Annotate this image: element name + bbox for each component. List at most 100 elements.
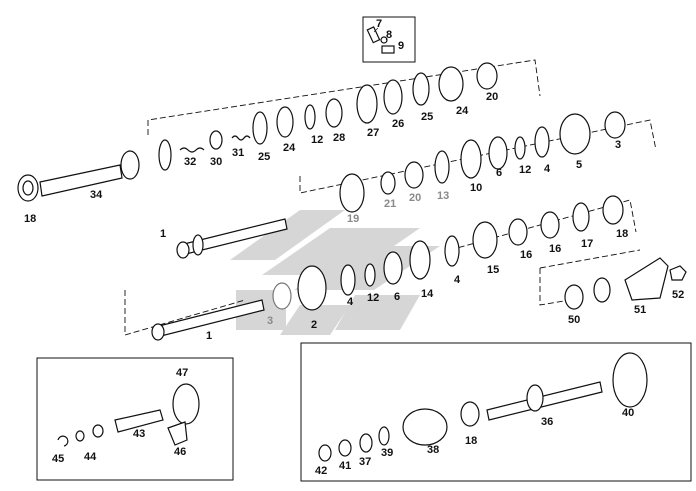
part-label-16: 16 <box>549 243 561 255</box>
nut-52 <box>669 265 687 281</box>
part-label-38: 38 <box>427 444 439 456</box>
part-label-13: 13 <box>437 190 449 202</box>
part-label-45: 45 <box>52 453 64 465</box>
washer-37 <box>359 433 373 453</box>
part-label-9: 9 <box>398 40 404 52</box>
gear-26 <box>383 79 403 115</box>
part-label-18: 18 <box>616 228 628 240</box>
part-label-18: 18 <box>465 435 477 447</box>
part-label-12: 12 <box>519 164 531 176</box>
gear-47 <box>172 383 200 425</box>
gear-2 <box>297 265 327 311</box>
inset-frame-countershaft <box>300 342 692 482</box>
part-label-30: 30 <box>210 156 222 168</box>
ring-4-lower <box>340 264 356 296</box>
ring-4 <box>534 126 550 158</box>
ring-25 <box>252 111 268 145</box>
part-label-52: 52 <box>672 289 684 301</box>
part-label-17: 17 <box>581 238 593 250</box>
part-label-4: 4 <box>347 296 354 308</box>
part-label-6: 6 <box>496 167 502 179</box>
bearing-16a <box>508 218 528 246</box>
part-label-40: 40 <box>622 407 634 419</box>
gear-19 <box>339 173 365 213</box>
part-label-32: 32 <box>184 156 196 168</box>
part-label-41: 41 <box>339 460 351 472</box>
part-label-44: 44 <box>84 451 97 463</box>
part-label-42: 42 <box>315 465 327 477</box>
part-label-12: 12 <box>311 134 323 146</box>
gear-38 <box>402 408 448 446</box>
part-label-12: 12 <box>367 292 379 304</box>
part-label-37: 37 <box>359 456 371 468</box>
part-label-25: 25 <box>421 111 433 123</box>
part-label-46: 46 <box>174 446 186 458</box>
gear-6-lower <box>383 251 403 285</box>
clip-45 <box>57 435 69 447</box>
gear-36 <box>526 384 544 412</box>
washer-44a <box>75 430 85 442</box>
nut-41 <box>338 439 352 457</box>
part-label-20: 20 <box>409 192 421 204</box>
lever-46 <box>167 421 188 446</box>
part-label-18: 18 <box>24 213 36 225</box>
leader-lines <box>373 27 388 41</box>
ring-28 <box>325 98 343 128</box>
bearing-3-lower <box>272 282 292 310</box>
part-label-2: 2 <box>311 319 317 331</box>
part-label-26: 26 <box>392 118 404 130</box>
part-label-15: 15 <box>487 264 499 276</box>
ring-17 <box>572 202 590 232</box>
bearing-18-lower <box>460 401 480 427</box>
inset-frame-7-9 <box>362 16 416 63</box>
part-label-3: 3 <box>615 139 621 151</box>
ring-24 <box>276 106 294 138</box>
part-label-28: 28 <box>333 132 345 144</box>
shaft-43 <box>114 409 164 433</box>
part-labels: 7892024252627281224253130323418354126101… <box>24 18 684 477</box>
washer-44b <box>92 424 104 438</box>
synchro-14 <box>409 240 431 280</box>
spring-31 <box>231 135 251 141</box>
clip-39 <box>378 426 390 446</box>
inset-frame-selector <box>36 357 234 481</box>
part-label-50: 50 <box>568 314 580 326</box>
part-label-14: 14 <box>421 288 434 300</box>
bushing-30 <box>209 130 223 150</box>
part-label-6: 6 <box>394 291 400 303</box>
part-label-8: 8 <box>386 29 392 41</box>
part-label-21: 21 <box>384 198 396 210</box>
ring-12 <box>304 104 316 130</box>
ring-13 <box>434 150 450 184</box>
part-label-34: 34 <box>90 189 103 201</box>
part-label-4: 4 <box>544 163 551 175</box>
part-label-25: 25 <box>258 151 270 163</box>
gear-40 <box>612 352 648 408</box>
selector-parts <box>57 383 200 447</box>
part-label-1: 1 <box>160 228 166 240</box>
input-shaft-34 <box>39 164 123 197</box>
guide-lines <box>124 59 657 336</box>
gear-24 <box>438 66 464 102</box>
bearing-20-mid <box>404 161 424 189</box>
shaft-36 <box>486 381 603 421</box>
part-label-43: 43 <box>133 428 145 440</box>
part-label-10: 10 <box>470 182 482 194</box>
flange-51 <box>624 257 669 301</box>
ring-42 <box>318 444 332 462</box>
ring-4-mid <box>444 235 460 267</box>
gear-15 <box>472 221 498 259</box>
part-label-3: 3 <box>267 315 273 327</box>
parts-7-9 <box>366 26 395 54</box>
bearing-18-mid <box>602 195 624 225</box>
bearing-20 <box>476 62 498 90</box>
row-mainshaft <box>339 111 626 213</box>
countershaft-parts <box>318 352 648 462</box>
part-label-4: 4 <box>454 274 461 286</box>
part-label-27: 27 <box>367 127 379 139</box>
row-shaft-1 <box>176 195 624 259</box>
part-label-24: 24 <box>456 105 469 117</box>
ring-12-lower <box>364 263 376 287</box>
gear-6 <box>488 136 508 170</box>
